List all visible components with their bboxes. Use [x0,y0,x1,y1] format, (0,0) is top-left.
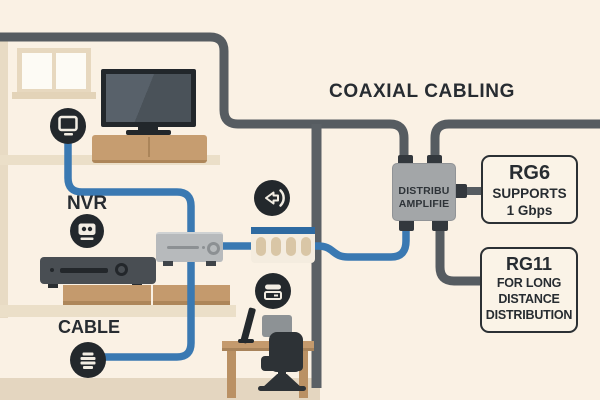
coax-trunk-cable [0,32,409,161]
ground-floor [0,378,320,400]
nvr-foot [48,284,58,288]
coax-cable-stack-icon [70,342,106,378]
diagram-title: COAXIAL CABLING [329,81,515,102]
nvr-slot [60,268,108,273]
set-top-box-icon [255,273,291,309]
amp-output-connector-right [454,184,467,198]
window-pane-left [22,53,52,89]
window-pane-right [56,53,86,89]
tv-to-router-cable [64,142,195,236]
router-vent [167,246,199,249]
router-foot [206,261,216,266]
nvr-power-button [115,263,128,276]
distribution-amplifier [392,163,456,221]
amp-label-line2: AMPLIFIE [398,198,450,210]
nvr-label: NVR [66,193,108,214]
rg11-line2: DISTANCE [498,292,560,306]
tv-stand-neck [138,126,158,132]
tv-cabinet [92,135,207,163]
conduit-hole [256,237,266,256]
desk-monitor-foot [238,339,254,343]
computer-panel [262,315,292,337]
tv-cabinet-seam [148,137,150,157]
amp-label-line1: DISTRIBU [398,185,450,197]
tv-monitor-icon [50,108,86,144]
rg6-title: RG6 [508,162,551,184]
chair-pole [278,370,286,384]
amp-to-rg11-cable [435,224,481,286]
rg11-line3: DISTRIBUTION [485,308,573,322]
desk-leg [227,351,236,398]
router-to-amp-cable [222,220,410,261]
house-left-wall [0,41,8,318]
amp-output-connector [399,219,414,231]
cable-label: CABLE [58,317,120,337]
window [17,48,91,94]
coax-feed-cable-right [430,119,600,161]
video-recorder-icon [70,214,104,248]
modem-router [156,232,223,262]
router-to-cable-entry [102,258,195,361]
tv-screen [106,74,191,122]
nvr-led [50,268,54,272]
rg6-line2: 1 Gbps [506,203,553,218]
conduit-hole [301,237,311,256]
nvr-device [40,257,156,284]
router-led [202,246,205,249]
rg6-line1: SUPPORTS [492,186,567,201]
amp-output-connector [432,219,448,231]
chair-base-bar [258,386,306,391]
office-chair-seat [261,356,303,371]
rg11-callout: RG11 FOR LONG DISTANCE DISTRIBUTION [480,247,578,333]
television [101,69,196,127]
cable-conduit [251,234,315,263]
rg11-title: RG11 [505,254,553,274]
desk [222,341,314,351]
signal-return-arrow-icon [254,180,290,216]
distribution-amplifier-label: DISTRIBU AMPLIFIE [392,185,456,211]
tv-stand-base [126,130,171,135]
shelf-block [63,285,151,305]
conduit-cap [251,227,315,234]
router-foot [163,261,173,266]
rg6-callout: RG6 SUPPORTS 1 Gbps [481,155,578,224]
rg11-line1: FOR LONG [496,276,562,290]
router-button [207,242,220,255]
conduit-hole [271,237,281,256]
conduit-hole [286,237,296,256]
desk-leg [299,351,308,398]
mid-floor-slab [0,305,236,317]
window-sill [12,92,96,99]
